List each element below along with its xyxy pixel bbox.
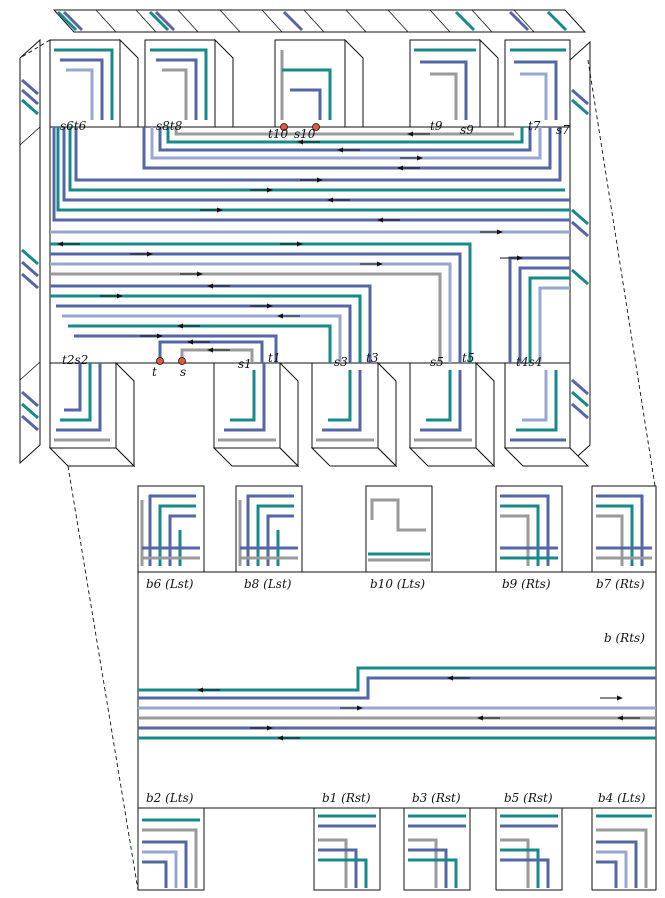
right-strip bbox=[570, 42, 590, 463]
zoom-panel: b6 (Lst) b8 (Lst) b10 (Lts) b9 (Rts) b7 … bbox=[138, 486, 656, 890]
label-s9: s9 bbox=[460, 123, 474, 137]
label-t4s4: t4s4 bbox=[516, 355, 542, 369]
label-t: t bbox=[152, 365, 157, 379]
label-b3: b3 (Rst) bbox=[412, 791, 461, 805]
label-t2s2: t2s2 bbox=[62, 353, 88, 367]
label-b7: b7 (Rts) bbox=[596, 577, 645, 591]
label-s5: s5 bbox=[430, 355, 444, 369]
label-b9: b9 (Rts) bbox=[502, 577, 551, 591]
label-s1: s1 bbox=[238, 357, 252, 371]
top-strip bbox=[54, 10, 585, 32]
lower-boxes bbox=[50, 363, 588, 466]
label-b2: b2 (Lts) bbox=[146, 791, 194, 805]
label-b-main: b (Rts) bbox=[604, 631, 645, 645]
label-t3: t3 bbox=[366, 351, 379, 365]
label-t1: t1 bbox=[268, 351, 280, 365]
label-b4: b4 (Lts) bbox=[598, 791, 646, 805]
label-b5: b5 (Rst) bbox=[504, 791, 553, 805]
label-s10: s10 bbox=[294, 127, 316, 141]
label-s: s bbox=[180, 365, 186, 379]
label-b8: b8 (Lst) bbox=[244, 577, 292, 591]
upper-boxes bbox=[50, 40, 570, 127]
label-b10: b10 (Lts) bbox=[370, 577, 425, 591]
label-t10: t10 bbox=[268, 127, 288, 141]
label-t7: t7 bbox=[528, 119, 541, 133]
label-t9: t9 bbox=[430, 119, 443, 133]
label-b1: b1 (Rst) bbox=[322, 791, 371, 805]
label-s7: s7 bbox=[556, 123, 570, 137]
label-s6t6: s6t6 bbox=[60, 119, 87, 133]
upper-structure: s6t6 s8t8 t10 s10 t9 s9 t7 s7 t2s2 t s s… bbox=[20, 10, 590, 466]
left-strip bbox=[20, 40, 40, 463]
label-s8t8: s8t8 bbox=[156, 119, 183, 133]
label-b6: b6 (Lst) bbox=[146, 577, 194, 591]
label-s3: s3 bbox=[334, 355, 348, 369]
label-t5: t5 bbox=[462, 351, 474, 365]
